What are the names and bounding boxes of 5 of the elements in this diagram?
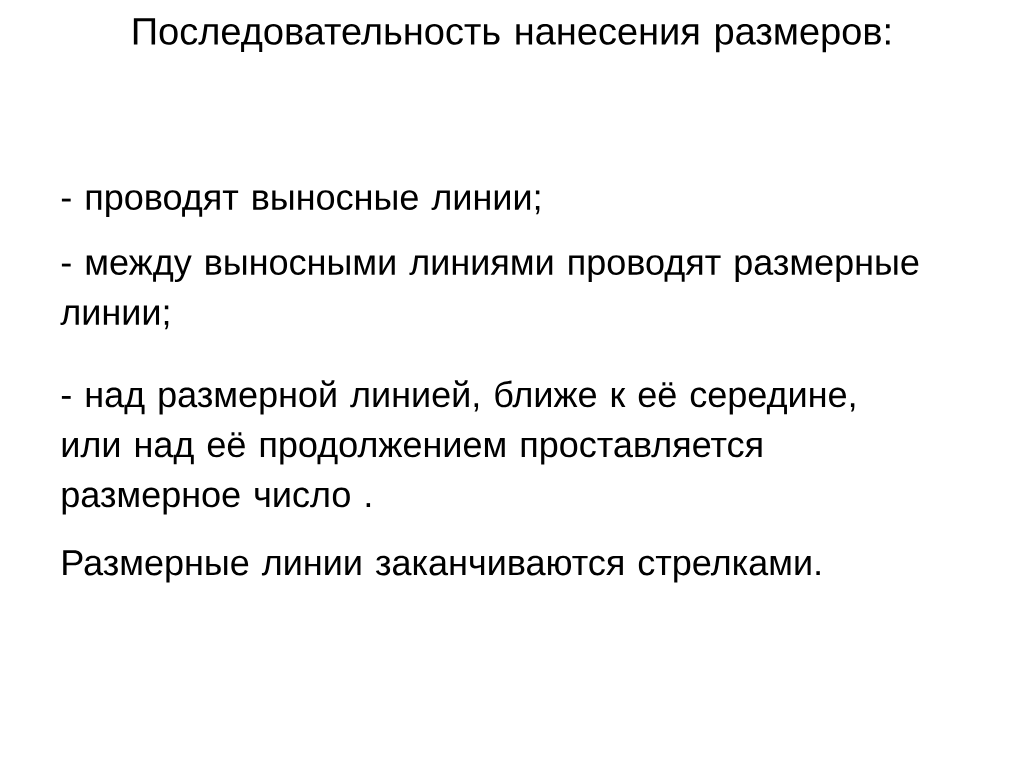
bullet-text: Размерные линии заканчиваются стрелками. xyxy=(63,550,820,583)
title: Последовательность нанесения размеров: xyxy=(133,18,890,53)
bullet-text: - над размерной линией, ближе к её середине, или над её продолжением проставляется размерное число . xyxy=(61,380,855,515)
bullet-text: - проводят выносные линии; xyxy=(61,190,540,218)
bullet-text: - между выносными линиями проводят размерные линии; xyxy=(60,255,919,330)
